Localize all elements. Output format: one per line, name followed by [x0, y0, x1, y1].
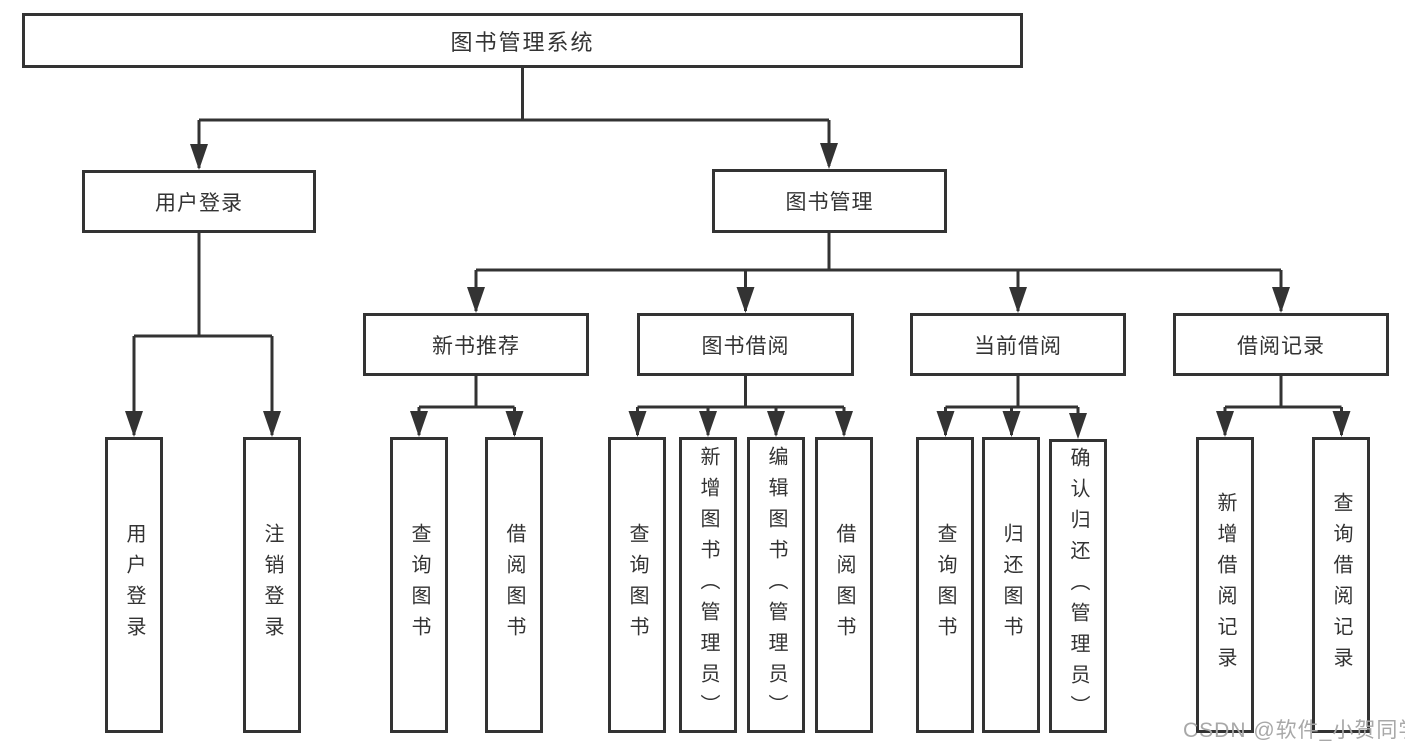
node-label: 当前借阅: [974, 334, 1062, 358]
leaf-query-borrow-record: 查询借阅记录: [1312, 437, 1370, 733]
arrowhead: [736, 287, 755, 313]
node-label: 确认归还（管理员）: [1067, 446, 1089, 726]
arrowhead: [190, 144, 208, 170]
leaf-edit-book-admin: 编辑图书（管理员）: [747, 437, 805, 733]
node-label: 借阅记录: [1237, 334, 1325, 358]
node-new-book-recommend: 新书推荐: [363, 313, 589, 376]
node-label: 借阅图书: [833, 523, 855, 647]
node-book-management: 图书管理: [712, 169, 947, 233]
connector-paths: [132, 68, 1343, 435]
arrowhead: [767, 411, 785, 437]
arrowhead: [936, 411, 955, 437]
arrowhead: [1216, 411, 1234, 437]
node-label: 归还图书: [1000, 523, 1022, 647]
node-label: 查询图书: [408, 523, 430, 647]
connector-root: [197, 68, 831, 168]
node-label: 新增图书（管理员）: [697, 445, 719, 725]
leaf-add-borrow-record: 新增借阅记录: [1196, 437, 1254, 733]
node-label: 图书管理: [785, 191, 874, 214]
node-book-borrow: 图书借阅: [637, 313, 854, 376]
arrowhead: [467, 287, 485, 313]
leaf-logout-login: 注销登录: [243, 437, 301, 733]
node-label: 注销登录: [261, 523, 283, 647]
arrowhead: [410, 411, 428, 437]
arrowhead: [263, 411, 281, 437]
arrowhead: [820, 143, 838, 169]
leaf-query-book-2: 查询图书: [608, 437, 666, 733]
arrowhead: [1272, 287, 1290, 313]
arrowhead: [505, 411, 524, 437]
leaf-query-book-3: 查询图书: [916, 437, 974, 733]
leaf-user-login: 用户登录: [105, 437, 163, 733]
csdn-watermark: CSDN @软件_小贺同学: [1183, 719, 1405, 742]
arrowhead: [125, 411, 143, 437]
node-current-borrow: 当前借阅: [910, 313, 1126, 376]
connector-borrow-record: [1223, 376, 1343, 435]
arrowhead: [699, 411, 717, 437]
leaf-borrow-book-2: 借阅图书: [815, 437, 873, 733]
node-label: 图书借阅: [701, 334, 790, 358]
node-label: 用户登录: [123, 523, 145, 647]
node-label: 查询图书: [626, 523, 648, 647]
arrowhead: [1069, 413, 1087, 439]
node-user-login: 用户登录: [82, 170, 316, 233]
connector-book-management: [474, 233, 1283, 311]
node-label: 新书推荐: [432, 334, 520, 358]
arrowhead: [1009, 287, 1027, 313]
node-label: 图书管理系统: [450, 29, 595, 55]
arrowhead: [628, 411, 647, 437]
node-borrow-record: 借阅记录: [1173, 313, 1389, 376]
leaf-confirm-return-admin: 确认归还（管理员）: [1049, 439, 1107, 733]
arrowhead: [1002, 411, 1021, 437]
node-label: 用户登录: [155, 191, 243, 215]
connector-new-book: [417, 376, 516, 435]
arrowhead: [1332, 411, 1351, 437]
node-label: 新增借阅记录: [1214, 492, 1236, 678]
node-library-management-system: 图书管理系统: [22, 13, 1023, 68]
connector-book-borrow: [636, 376, 846, 435]
node-label: 查询借阅记录: [1330, 492, 1352, 678]
node-label: 借阅图书: [503, 523, 525, 647]
arrowhead: [835, 411, 853, 437]
node-label: 查询图书: [934, 523, 956, 647]
connector-user-login: [132, 233, 274, 435]
leaf-borrow-book: 借阅图书: [485, 437, 543, 733]
leaf-return-book: 归还图书: [982, 437, 1040, 733]
node-label: 编辑图书（管理员）: [765, 445, 787, 725]
leaf-query-book: 查询图书: [390, 437, 448, 733]
connector-current-borrow: [944, 376, 1080, 435]
leaf-add-book-admin: 新增图书（管理员）: [679, 437, 737, 733]
